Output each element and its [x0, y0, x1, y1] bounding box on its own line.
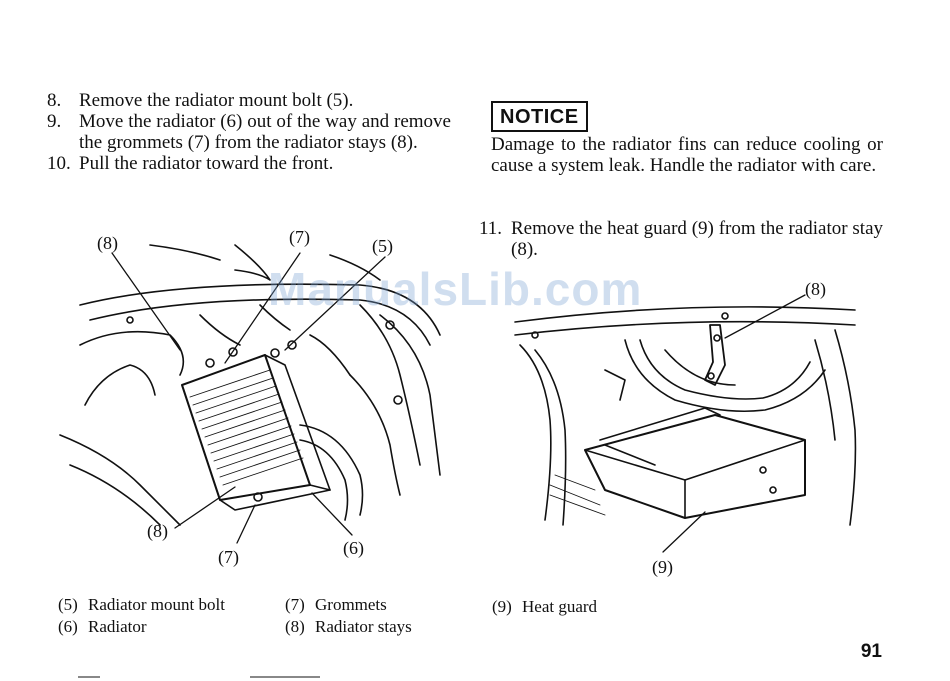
- legend-item: (6)Radiator: [58, 617, 147, 636]
- callout-8-top: (8): [97, 233, 118, 253]
- step-8: 8. Remove the radiator mount bolt (5).: [47, 90, 354, 111]
- legend-item: (7)Grommets: [285, 595, 387, 614]
- legend-mid: (7)Grommets (8)Radiator stays: [285, 594, 412, 638]
- notice-text: Damage to the radiator fins can reduce c…: [491, 134, 883, 176]
- page-number: 91: [860, 641, 882, 662]
- footer-divider: [250, 676, 320, 678]
- callout-5: (5): [372, 236, 393, 256]
- callout-7-bottom: (7): [218, 547, 239, 567]
- footer-divider: [78, 676, 100, 678]
- left-steps: 8. Remove the radiator mount bolt (5). 9…: [47, 90, 451, 174]
- callout-8-right: (8): [805, 279, 826, 299]
- callout-7-top: (7): [289, 227, 310, 247]
- callout-8-bottom: (8): [147, 521, 168, 541]
- callout-9: (9): [652, 557, 673, 577]
- radiator-illustration: [59, 244, 441, 544]
- step-9: 9. Move the radiator (6) out of the way …: [47, 111, 451, 153]
- step-10: 10. Pull the radiator toward the front.: [47, 153, 334, 174]
- notice-label: NOTICE: [491, 101, 588, 132]
- callout-6: (6): [343, 538, 364, 558]
- legend-right: (9)Heat guard: [492, 596, 597, 618]
- legend-item: (9)Heat guard: [492, 597, 598, 616]
- legend-item: (8)Radiator stays: [285, 617, 412, 636]
- heat-guard-illustration: [514, 294, 857, 553]
- step-11: 11. Remove the heat guard (9) from the r…: [479, 218, 883, 260]
- legend-left: (5)Radiator mount bolt (6)Radiator: [58, 594, 225, 638]
- watermark: ManualsLib.com: [268, 263, 643, 315]
- legend-item: (5)Radiator mount bolt: [58, 595, 225, 614]
